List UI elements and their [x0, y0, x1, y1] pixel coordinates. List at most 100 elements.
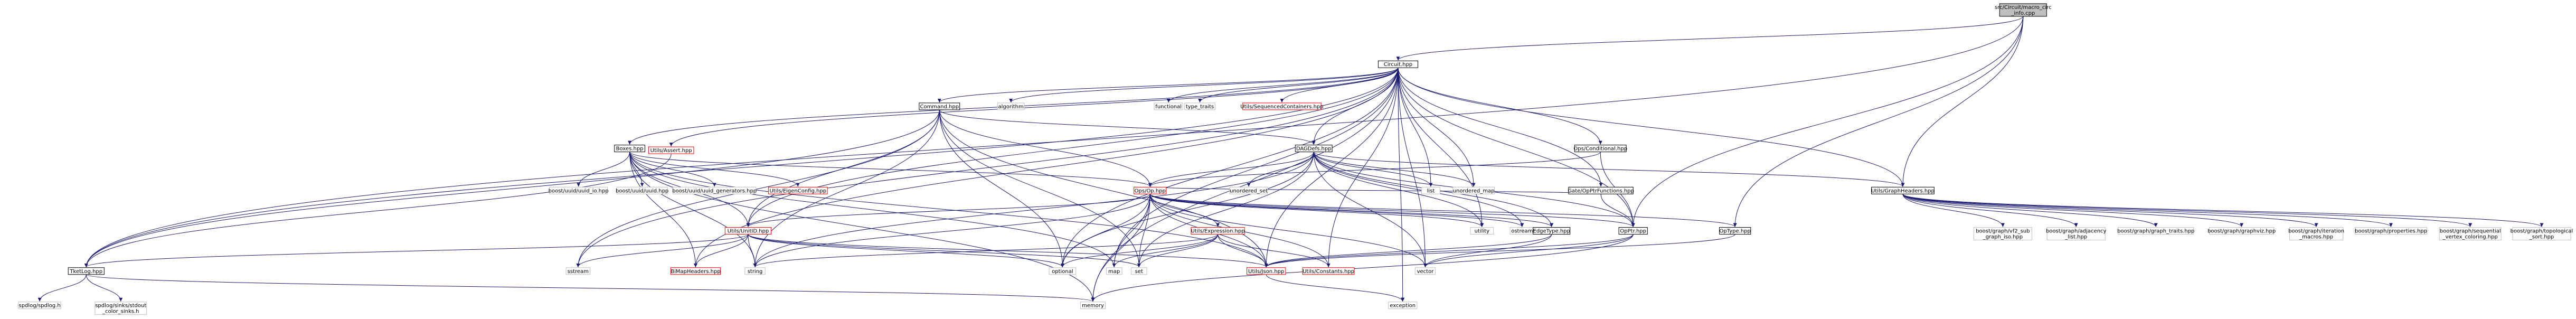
node-subgraphiso: boost/graph/vf2_sub_graph_iso.hpp: [1973, 227, 2032, 241]
edge-graphheaders-to-graphviz: [1902, 194, 2243, 227]
edge-unitid-to-string: [748, 234, 757, 267]
node-circuit[interactable]: Circuit.hpp: [1377, 60, 1419, 68]
node-label: Utils/Expression.hpp: [1191, 229, 1245, 234]
node-label: boost/graph/sequential: [2440, 229, 2501, 234]
node-label: EdgeType.hpp: [1533, 229, 1570, 234]
edge-opsop-to-set: [1137, 194, 1150, 267]
node-box: [1973, 227, 2032, 241]
node-label: _graph_iso.hpp: [1983, 234, 2023, 240]
node-box: [724, 227, 772, 235]
node-edgetype[interactable]: EdgeType.hpp: [1533, 227, 1571, 235]
edge-opsop-to-optional: [1060, 194, 1150, 267]
edge-boxes-to-map: [629, 152, 1116, 267]
edge-circuit-to-opsconditional: [1398, 68, 1602, 145]
edge-opptr-to-vector: [1423, 234, 1634, 267]
node-label: type_traits: [1186, 104, 1214, 110]
edge-tketlog-to-memory: [86, 274, 1094, 302]
node-utilsassert[interactable]: Utils/Assert.hpp: [648, 146, 694, 154]
node-box: [1247, 267, 1286, 275]
node-label: Boxes.hpp: [616, 146, 644, 152]
edge-command-to-string: [753, 109, 940, 267]
node-adjlist: boost/graph/adjacency_list.hpp: [2046, 227, 2107, 241]
edge-graphheaders-to-graphtraits: [1902, 194, 2158, 227]
edge-circuit-to-algorithm: [1009, 67, 1399, 103]
edge-circuit-to-list: [1398, 68, 1433, 187]
node-box: [1106, 267, 1122, 275]
edge-tketlog-to-spdlogsinks: [86, 274, 123, 302]
edge-json-to-exception: [1266, 274, 1405, 302]
edge-root-to-opptr: [1631, 16, 2024, 227]
edge-unitid-to-tketlog: [84, 234, 749, 268]
edge-circuit-to-optional: [1060, 68, 1399, 267]
node-label: Ops/Op.hpp: [1135, 188, 1166, 194]
node-label: boost/uuid/uuid_io.hpp: [549, 188, 609, 194]
node-box: [614, 145, 645, 153]
edge-unitid-to-json: [748, 234, 1268, 268]
edge-gateopptr-to-opptr: [1600, 194, 1635, 227]
node-label: utility: [1475, 229, 1490, 234]
node-gateopptr[interactable]: Gate/OpPtrFunctions.hpp: [1568, 186, 1634, 194]
edge-opsop-to-map: [1112, 194, 1150, 267]
node-box: [2289, 227, 2344, 241]
node-label: sstream: [568, 269, 589, 275]
node-seqcont[interactable]: Utils/SequencedContainers.hpp: [1240, 102, 1324, 110]
node-box: [2209, 227, 2275, 235]
node-optype[interactable]: OpType.hpp: [1719, 227, 1751, 235]
edge-dagdefs-to-set: [1137, 152, 1314, 267]
node-box: [1377, 60, 1419, 68]
edge-opsop-to-string: [753, 194, 1150, 267]
edge-unitid-to-optional: [748, 234, 1064, 267]
node-exception: exception: [1388, 302, 1418, 309]
node-label: Utils/GraphHeaders.hpp: [1871, 188, 1935, 194]
node-label: list: [1427, 188, 1435, 194]
edge-graphheaders-to-subgraphiso: [1902, 194, 2005, 227]
edge-circuit-to-seqcont: [1280, 68, 1399, 103]
edge-command-to-json: [939, 109, 1268, 267]
node-opsconditional[interactable]: Ops/Conditional.hpp: [1573, 145, 1627, 153]
node-box: [673, 186, 757, 194]
node-unordered_set: unordered_set: [1229, 186, 1268, 194]
node-label: Utils/EigenConfig.hpp: [769, 188, 826, 194]
node-constants[interactable]: Utils/Constants.hpp: [1302, 267, 1355, 275]
edge-dagdefs-to-unordered_set: [1247, 152, 1314, 187]
node-itermacros: boost/graph/iteration_macros.hpp: [2288, 227, 2344, 241]
edge-circuit-to-type_traits: [1198, 68, 1399, 103]
edge-opsop-to-memory: [1091, 194, 1150, 302]
node-label: _color_sinks.h: [102, 309, 139, 315]
edge-boxes-to-bimap: [629, 152, 697, 267]
node-utilsexpr[interactable]: Utils/Expression.hpp: [1191, 227, 1245, 235]
node-eigenconfig[interactable]: Utils/EigenConfig.hpp: [768, 186, 828, 194]
node-unitid[interactable]: Utils/UnitID.hpp: [724, 227, 772, 235]
node-json[interactable]: Utils/Json.hpp: [1247, 267, 1286, 275]
node-box: [1568, 186, 1634, 194]
node-label: spdlog/spdlog.h: [18, 303, 60, 309]
edge-boxes-to-string: [629, 152, 757, 267]
node-dagdefs[interactable]: DAGDefs.hpp: [1295, 145, 1333, 153]
node-graphviz: boost/graph/graphviz.hpp: [2207, 227, 2276, 235]
node-label: boost/graph/topological: [2511, 229, 2573, 234]
node-ostream: ostream: [1509, 227, 1535, 235]
node-graphheaders[interactable]: Utils/GraphHeaders.hpp: [1871, 186, 1935, 194]
node-opptr[interactable]: OpPtr.hpp: [1618, 227, 1648, 235]
node-toposort: boost/graph/topological_sort.hpp: [2511, 227, 2573, 241]
node-root[interactable]: src/Circuit/macro_circ_info.cpp: [1995, 3, 2052, 17]
node-boxes[interactable]: Boxes.hpp: [614, 145, 645, 153]
node-box: [616, 186, 668, 194]
node-label: Utils/UnitID.hpp: [728, 229, 769, 234]
edge-command-to-tketlog: [84, 109, 940, 267]
node-bimap[interactable]: BiMapHeaders.hpp: [670, 267, 721, 275]
edge-utilsexpr-to-json: [1218, 234, 1268, 267]
node-vector: vector: [1414, 267, 1436, 275]
node-tketlog[interactable]: TketLog.hpp: [68, 267, 105, 275]
node-opsop[interactable]: Ops/Op.hpp: [1134, 186, 1167, 194]
edge-root-to-graphheaders: [1901, 16, 2024, 187]
edge-graphheaders-to-toposort: [1902, 193, 2544, 227]
edge-opsop-to-edgetype: [1149, 193, 1554, 227]
edge-graphheaders-to-adjlist: [1902, 194, 2078, 227]
node-box: [2046, 227, 2106, 241]
node-command[interactable]: Command.hpp: [919, 102, 960, 110]
node-box: [648, 146, 694, 154]
node-label: boost/graph/graphviz.hpp: [2207, 229, 2276, 234]
node-label: OpPtr.hpp: [1620, 229, 1646, 234]
